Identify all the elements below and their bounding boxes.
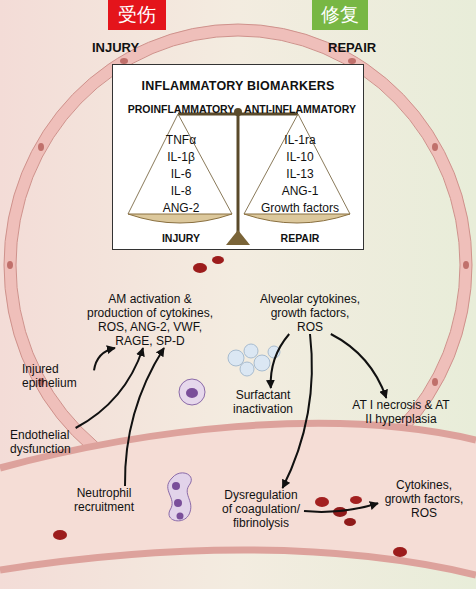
- bubble: [254, 355, 270, 371]
- cell-lobe: [172, 482, 180, 490]
- side-heading: INJURY: [92, 40, 139, 55]
- node-text: Growth factors: [261, 200, 339, 217]
- node-text: Dysregulation of coagulation/ fibrinolys…: [218, 488, 304, 530]
- biomarker-panel: INFLAMMATORY BIOMARKERS PROINFLAMMATORY TN…: [112, 64, 364, 250]
- node-text: IL-1ra: [284, 132, 315, 149]
- node-text: Endothelial dysfunction: [10, 428, 92, 456]
- node-text: Alveolar cytokines, growth factors, ROS: [258, 292, 362, 334]
- node-text: IL-6: [171, 166, 192, 183]
- cell-nucleus: [432, 143, 438, 151]
- node-text: 受伤: [118, 2, 156, 28]
- neutrophil: [168, 473, 192, 521]
- process-text: AT I necrosis & AT II hyperplasia: [352, 398, 450, 426]
- pan-column: PROINFLAMMATORY TNFαIL-1βIL-6IL-8ANG-2INJ…: [121, 101, 241, 247]
- red-blood-cell: [333, 507, 347, 517]
- scale-pan: [128, 214, 232, 223]
- process-text: Alveolar cytokines, growth factors, ROS: [258, 292, 362, 334]
- side-heading: REPAIR: [328, 40, 376, 55]
- process-text: Injured epithelium: [22, 362, 94, 390]
- node-text: INJURY: [162, 230, 200, 247]
- flow-arrow: [94, 348, 115, 370]
- red-blood-cell: [315, 497, 329, 507]
- node-text: INFLAMMATORY BIOMARKERS: [113, 65, 363, 93]
- flow-arrow: [271, 334, 290, 388]
- flow-arrow: [125, 348, 164, 486]
- node-text: Injured epithelium: [22, 362, 94, 390]
- bubble: [228, 350, 244, 366]
- red-blood-cell: [212, 256, 224, 264]
- cell-lobe: [177, 513, 184, 520]
- surfactant-bubbles: [228, 344, 280, 376]
- red-blood-cell: [393, 547, 407, 557]
- cell-nucleus: [463, 261, 469, 269]
- node-text: ANG-2: [163, 200, 200, 217]
- node-text: IL-8: [171, 183, 192, 200]
- node-text: ANG-1: [282, 183, 319, 200]
- flow-arrow: [76, 348, 143, 428]
- cell-body: [168, 473, 192, 521]
- cell-body: [179, 379, 205, 405]
- node-text: Cytokines, growth factors, ROS: [378, 478, 470, 520]
- node-text: TNFα: [166, 132, 196, 149]
- macrophage: [179, 379, 205, 405]
- node-text: Surfactant inactivation: [224, 388, 302, 416]
- flow-arrow: [283, 334, 312, 488]
- cell-nucleus: [186, 388, 198, 398]
- process-text: Surfactant inactivation: [224, 388, 302, 416]
- process-text: Dysregulation of coagulation/ fibrinolys…: [218, 488, 304, 530]
- bubble: [240, 362, 254, 376]
- bubble: [268, 346, 280, 358]
- repair-tag: 修复: [312, 0, 368, 30]
- process-text: Neutrophil recruitment: [62, 486, 146, 514]
- scale-base: [226, 230, 250, 245]
- cell-lobe: [174, 499, 182, 507]
- process-text: Endothelial dysfunction: [10, 428, 92, 456]
- capillary-lumen: [0, 423, 476, 575]
- node-text: ANTI-INFLAMMATORY: [244, 101, 356, 118]
- node-text: IL-10: [286, 149, 313, 166]
- pan-column: ANTI-INFLAMMATORY IL-1raIL-10IL-13ANG-1Gr…: [239, 101, 361, 247]
- red-blood-cell: [53, 530, 67, 540]
- cell-nuclei: [7, 58, 469, 386]
- node-text: IL-1β: [167, 149, 195, 166]
- bubble: [244, 344, 258, 358]
- red-blood-cell: [193, 263, 207, 273]
- node-text: PROINFLAMMATORY: [128, 101, 235, 118]
- node-text: AT I necrosis & AT II hyperplasia: [352, 398, 450, 426]
- process-text: Cytokines, growth factors, ROS: [378, 478, 470, 520]
- node-text: AM activation & production of cytokines,…: [80, 292, 220, 348]
- node-text: 修复: [321, 2, 359, 28]
- injury-tag: 受伤: [108, 0, 166, 30]
- balance-scale: [128, 108, 350, 245]
- red-blood-cell: [344, 518, 356, 526]
- cell-nucleus: [7, 261, 13, 269]
- scale-pivot: [234, 108, 242, 116]
- capillary-wall: [0, 423, 476, 468]
- node-text: Neutrophil recruitment: [62, 486, 146, 514]
- biomarker-panel-fill: [112, 64, 364, 250]
- flow-arrow: [331, 334, 387, 398]
- flow-arrow: [304, 503, 378, 512]
- scale-pan: [244, 214, 350, 223]
- cell-nucleus: [432, 378, 438, 386]
- node-text: REPAIR: [281, 230, 320, 247]
- red-blood-cell: [350, 496, 362, 504]
- node-text: IL-13: [286, 166, 313, 183]
- scale-post: [237, 110, 240, 234]
- cell-nucleus: [38, 143, 44, 151]
- process-text: AM activation & production of cytokines,…: [80, 292, 220, 348]
